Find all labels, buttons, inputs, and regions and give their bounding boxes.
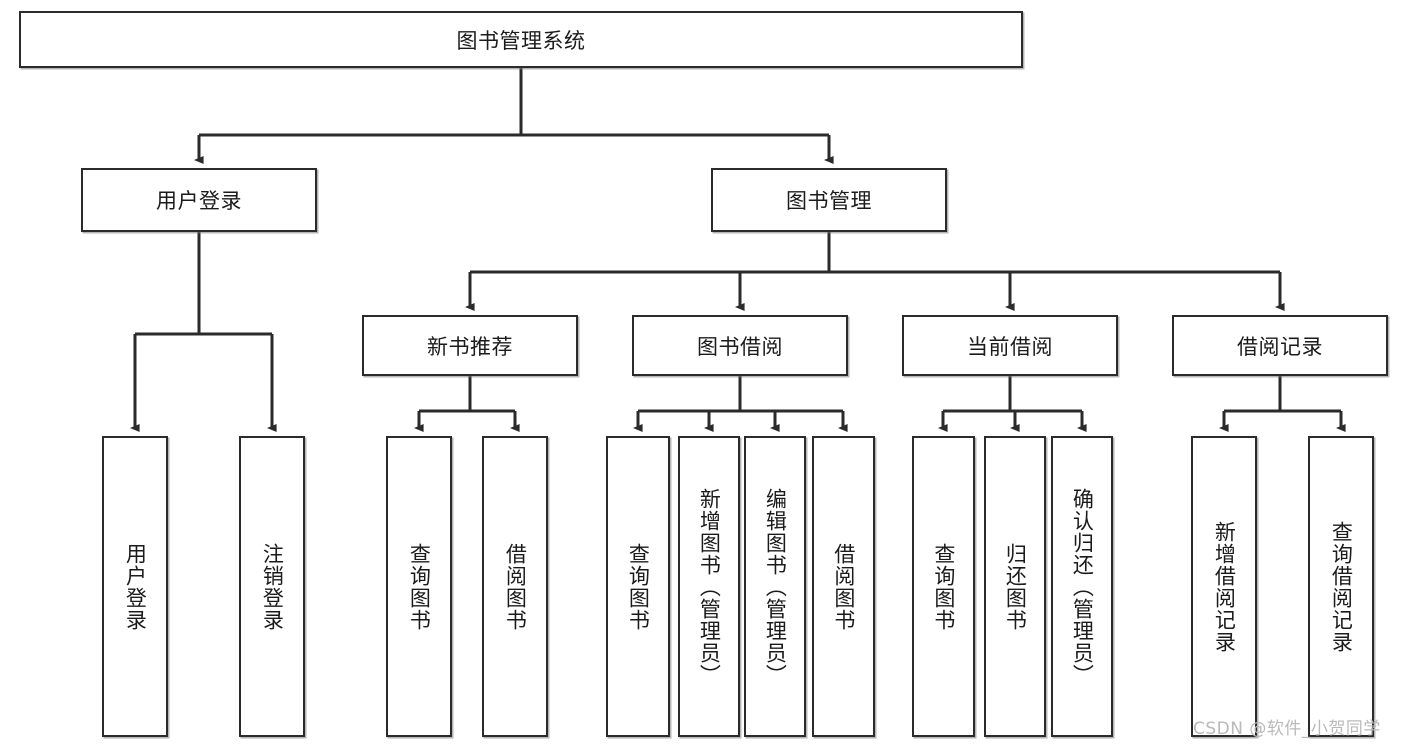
node-book-manage-label: 图书管理: [786, 189, 872, 213]
node-current-borrow-label: 当前借阅: [967, 334, 1053, 359]
node-root[interactable]: 图书管理系统: [19, 11, 1023, 68]
leaf-query-book-2[interactable]: 查询图书: [606, 436, 670, 737]
leaf-user-logout[interactable]: 注销登录: [239, 436, 305, 737]
node-root-label: 图书管理系统: [456, 28, 586, 53]
leaf-confirm-return-label: 确认归还（管理员）: [1070, 487, 1095, 686]
leaf-query-record-label: 查询借阅记录: [1329, 520, 1354, 653]
node-user-login-label: 用户登录: [156, 189, 242, 213]
leaf-add-record-label: 新增借阅记录: [1212, 520, 1237, 653]
node-borrow-record[interactable]: 借阅记录: [1172, 315, 1388, 376]
leaf-add-record[interactable]: 新增借阅记录: [1191, 436, 1257, 737]
node-current-borrow[interactable]: 当前借阅: [902, 315, 1118, 376]
leaf-query-book-3-label: 查询图书: [931, 542, 956, 631]
node-book-borrow[interactable]: 图书借阅: [632, 315, 848, 376]
leaf-borrow-book-1[interactable]: 借阅图书: [482, 436, 548, 737]
leaf-add-book[interactable]: 新增图书（管理员）: [678, 436, 740, 737]
csdn-watermark: CSDN @软件_小贺同学: [1193, 719, 1381, 739]
leaf-user-logout-label: 注销登录: [260, 542, 285, 631]
leaf-borrow-book-2-label: 借阅图书: [831, 542, 856, 631]
node-borrow-record-label: 借阅记录: [1237, 334, 1323, 359]
node-book-borrow-label: 图书借阅: [697, 334, 783, 359]
leaf-query-book-1[interactable]: 查询图书: [386, 436, 452, 737]
leaf-user-login[interactable]: 用户登录: [102, 436, 168, 737]
leaf-edit-book[interactable]: 编辑图书（管理员）: [744, 436, 806, 737]
leaf-edit-book-label: 编辑图书（管理员）: [763, 487, 788, 686]
node-book-manage[interactable]: 图书管理: [711, 168, 947, 232]
node-new-book-rec-label: 新书推荐: [427, 334, 513, 359]
leaf-query-book-2-label: 查询图书: [626, 542, 651, 631]
node-user-login[interactable]: 用户登录: [81, 168, 317, 232]
leaf-confirm-return[interactable]: 确认归还（管理员）: [1051, 436, 1113, 737]
leaf-query-book-1-label: 查询图书: [407, 542, 432, 631]
node-new-book-rec[interactable]: 新书推荐: [362, 315, 578, 376]
leaf-user-login-label: 用户登录: [123, 542, 148, 631]
leaf-query-book-3[interactable]: 查询图书: [912, 436, 975, 737]
leaf-add-book-label: 新增图书（管理员）: [697, 487, 722, 686]
leaf-borrow-book-1-label: 借阅图书: [503, 542, 528, 631]
leaf-return-book-label: 归还图书: [1003, 542, 1028, 631]
leaf-query-record[interactable]: 查询借阅记录: [1308, 436, 1374, 737]
leaf-borrow-book-2[interactable]: 借阅图书: [812, 436, 875, 737]
leaf-return-book[interactable]: 归还图书: [984, 436, 1046, 737]
